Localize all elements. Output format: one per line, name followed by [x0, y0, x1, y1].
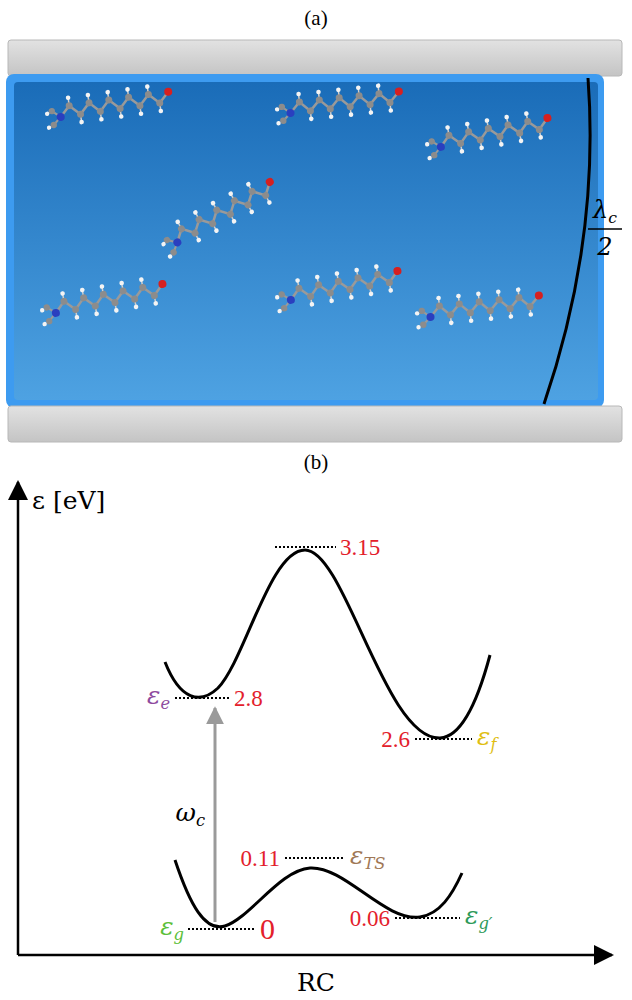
state-label: εe	[147, 683, 170, 712]
frequency-label: ωc	[176, 800, 206, 829]
state-label: εg	[160, 914, 184, 943]
wavelength-label: λc	[593, 198, 617, 226]
panel-label: (b)	[304, 452, 329, 473]
panel-label: (a)	[304, 8, 327, 29]
molecules	[37, 81, 555, 330]
state-label: εf	[477, 724, 496, 753]
state-label: εg′	[465, 903, 493, 932]
medium-edge	[6, 74, 604, 408]
level-lines	[175, 547, 472, 929]
ground-surface	[175, 860, 462, 927]
wavelength-label: 2	[597, 235, 612, 259]
axis-label: RC	[297, 970, 335, 995]
excitation-arrow	[214, 708, 217, 922]
energy-value: 2.6	[381, 728, 410, 751]
energy-value: 2.8	[234, 687, 263, 710]
x-axis	[18, 954, 612, 957]
energy-value: 0.06	[350, 907, 390, 930]
medium	[14, 82, 598, 400]
y-axis	[17, 482, 20, 955]
energy-value: 0.11	[241, 847, 280, 870]
energy-value: 3.15	[340, 536, 380, 559]
mirror	[8, 406, 622, 442]
mode-arc	[544, 78, 590, 404]
mirror	[8, 40, 622, 76]
axis-label: ε [eV]	[32, 488, 105, 513]
fraction-bar	[588, 228, 622, 230]
energy-value: 0	[260, 914, 275, 944]
state-label: εTS	[350, 843, 385, 872]
